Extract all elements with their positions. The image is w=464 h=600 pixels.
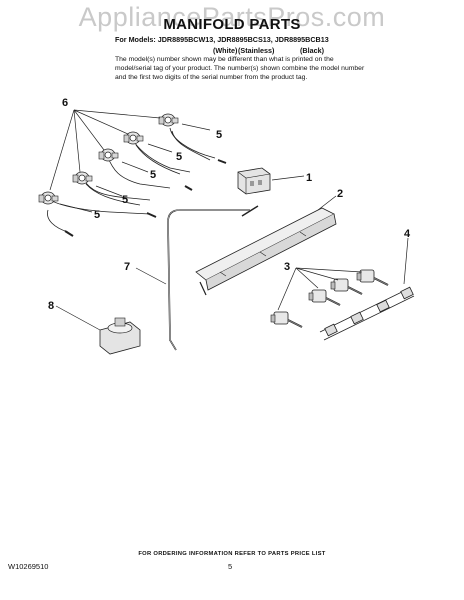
surface-burner-valves [47,127,227,237]
callout-3: 3 [284,261,290,273]
part-4-igniter-harness [319,237,415,341]
valve-6a [158,113,179,127]
callout-5a: 5 [216,129,222,141]
valve-6d [72,171,93,185]
ordering-note: FOR ORDERING INFORMATION REFER TO PARTS … [138,551,326,557]
callout-7: 7 [124,261,130,273]
part-7-gas-tube [135,205,259,351]
callout-2: 2 [337,188,343,200]
valve-6c [98,148,119,162]
variant-stainless: (Stainless) [238,46,275,55]
callout-1: 1 [306,172,312,184]
leader-lines-5 [59,123,211,213]
variant-white: (White) [213,46,238,55]
watermark: AppliancePartsPros.com [78,2,386,32]
variant-black: (Black) [300,46,324,55]
leader-lines-6 [49,109,161,191]
models-line: For Models: JDR8895BCW13, JDR8895BCS13, … [115,35,329,44]
callout-8: 8 [48,300,54,312]
part-2-manifold [195,195,337,296]
callout-6: 6 [62,97,68,109]
page-number: 5 [228,562,233,571]
page-title: MANIFOLD PARTS [163,16,301,33]
part-3-valves [270,267,389,328]
part-1-orifice-holder [237,167,305,195]
callout-5e: 5 [94,209,100,221]
model-note: The model(s) number shown may be differe… [115,56,365,81]
callout-4: 4 [404,228,411,240]
part-8-pressure-regulator [55,305,141,355]
callout-5c: 5 [150,169,156,181]
document-id: W10269510 [8,562,49,571]
callout-5d: 5 [122,194,128,206]
callout-5b: 5 [176,151,182,163]
